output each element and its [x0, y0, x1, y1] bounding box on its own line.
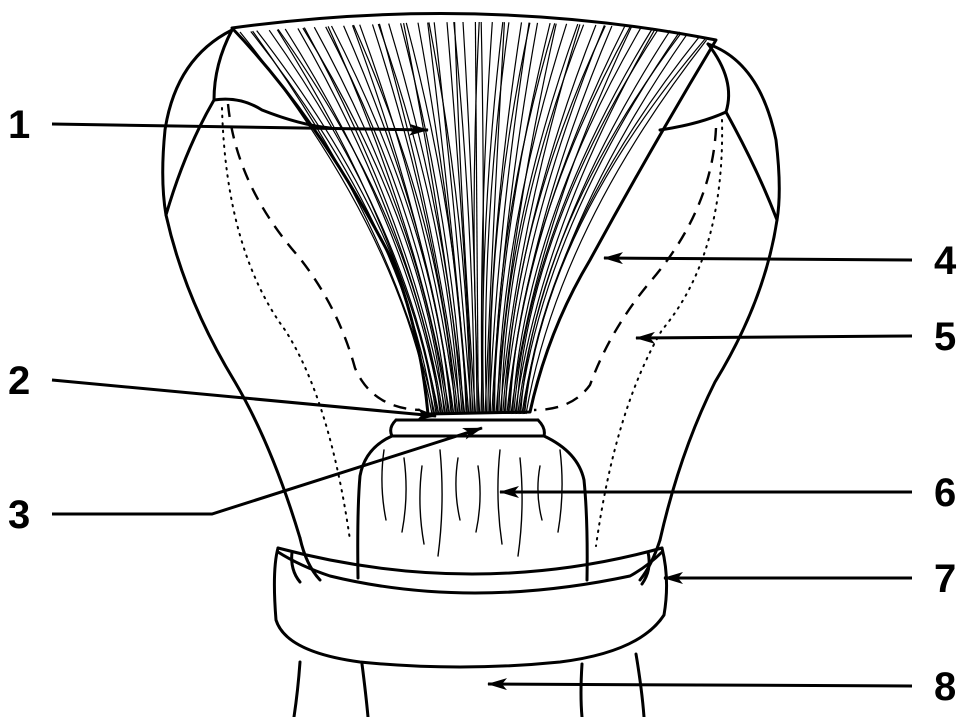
label-8: 8 [934, 665, 956, 709]
fiber-strand [251, 32, 434, 415]
right-lobe [660, 112, 777, 540]
leader-3 [52, 428, 482, 514]
left-flap [163, 30, 330, 215]
fiber-strand [514, 28, 653, 414]
tube-wrinkle [476, 466, 480, 532]
fiber-strand [304, 28, 445, 414]
right-flap [660, 44, 779, 220]
label-2: 2 [8, 359, 30, 403]
label-1: 1 [8, 103, 30, 147]
tube-wrinkle [402, 458, 406, 532]
leader-5 [636, 336, 912, 338]
fiber-strand [269, 30, 437, 414]
label-3: 3 [8, 493, 30, 537]
left-lobe [166, 100, 300, 538]
label-6: 6 [934, 471, 956, 515]
tube-wrinkles [382, 450, 562, 556]
fiber-strand [518, 30, 671, 414]
fiber-strand [526, 40, 707, 414]
fiber-strand [512, 28, 641, 414]
tube-wrinkle [420, 466, 424, 544]
leader-4 [604, 258, 912, 260]
left-side-lower [300, 538, 320, 580]
fiber-strand [502, 25, 584, 414]
fiber-strand [285, 29, 441, 414]
ring [274, 548, 666, 667]
tube-wrinkle [518, 458, 522, 556]
fiber-strand [508, 26, 624, 414]
leader-8 [488, 684, 912, 686]
fiber-strands [240, 22, 707, 414]
tube-wrinkle [456, 458, 460, 520]
tube-wrinkle [438, 450, 442, 556]
fiber-bundle [232, 14, 716, 414]
fiber-strand [500, 24, 580, 414]
label-7: 7 [934, 557, 956, 601]
label-4: 4 [934, 239, 957, 283]
tube-wrinkle [498, 450, 502, 544]
label-5: 5 [934, 315, 956, 359]
fiber-strand [515, 28, 655, 414]
